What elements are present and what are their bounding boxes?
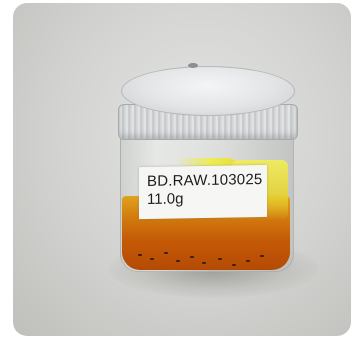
speck [190,256,194,258]
speck [176,260,180,262]
speck [138,254,142,256]
speck [202,262,206,264]
lid-top [121,66,295,116]
speck [164,252,168,254]
speck [150,258,154,260]
jar-label: BD.RAW.103025 11.0g [139,164,267,220]
label-batch-code: BD.RAW.103025 [147,170,263,190]
speck [260,255,264,257]
speck [218,258,222,260]
speck [232,264,236,266]
lid-dimple [188,63,198,68]
label-weight: 11.0g [147,190,184,208]
speck [246,260,250,262]
sediment-specks [130,240,280,270]
